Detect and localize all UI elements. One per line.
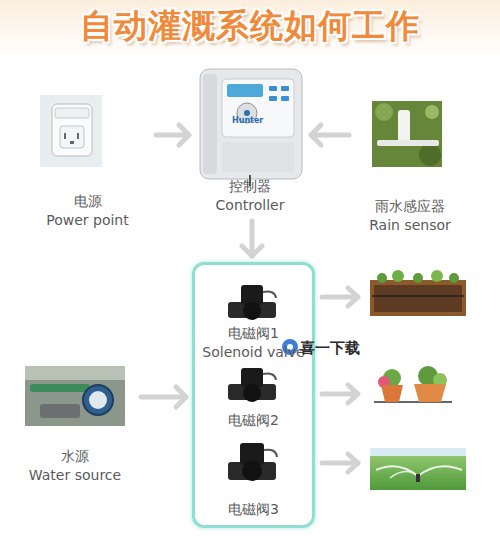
node-text: Power point <box>46 211 128 230</box>
power-node: 电源Power point <box>25 90 150 230</box>
node-text: 水源 <box>61 447 89 466</box>
watermark: 喜一下载 <box>300 339 360 358</box>
connector-line <box>141 395 186 400</box>
planter-picture <box>370 270 466 316</box>
connector-line <box>156 133 189 138</box>
flow-arrow <box>242 221 262 256</box>
node-text: Water source <box>29 466 121 485</box>
arrow-head <box>311 125 321 145</box>
flow-arrow <box>311 125 349 145</box>
valve-node: 电磁阀1Solenoid valve <box>195 280 312 362</box>
node-text: Solenoid valve <box>202 343 304 362</box>
valve-picture <box>228 285 276 320</box>
diagram-title: 自动灌溉系统如何工作 <box>0 4 500 49</box>
title-band <box>0 0 500 58</box>
flow-arrow <box>141 387 186 407</box>
brand-label: Hunter <box>232 116 263 125</box>
node-text: 电磁阀3 <box>228 500 279 519</box>
arrow-head <box>242 246 262 256</box>
valve-group: 电磁阀1Solenoid valve 电磁阀2 电磁阀3 <box>192 262 315 528</box>
node-text: 雨水感应器 <box>375 197 445 216</box>
node-text: 电源 <box>74 192 102 211</box>
arrow-head <box>176 387 186 407</box>
sensor-node: 雨水感应器Rain sensor <box>355 90 465 235</box>
node-text: Controller <box>216 196 285 215</box>
outlet-picture <box>40 95 102 167</box>
node-text: 控制器 <box>229 177 271 196</box>
valve-node: 电磁阀3 <box>195 437 312 519</box>
node-text: 电磁阀2 <box>228 411 279 430</box>
lawn-picture <box>370 448 466 490</box>
valve-node: 电磁阀2 <box>195 365 312 430</box>
flow-arrow <box>156 125 189 145</box>
controller-picture <box>200 69 302 186</box>
water-node: 水源Water source <box>15 360 135 485</box>
valve-picture <box>228 443 277 481</box>
rain-sensor-picture <box>372 101 442 167</box>
valve-picture <box>228 368 276 402</box>
node-text: Rain sensor <box>369 216 451 235</box>
flow-arrow <box>322 288 358 472</box>
connector-line <box>311 133 349 138</box>
arrow-head <box>179 125 189 145</box>
connector-line <box>250 221 255 256</box>
pots-picture <box>374 366 452 402</box>
water-source-picture <box>25 366 125 426</box>
controller-node: 控制器Controller <box>195 62 305 215</box>
node-text: 电磁阀1 <box>228 324 279 343</box>
